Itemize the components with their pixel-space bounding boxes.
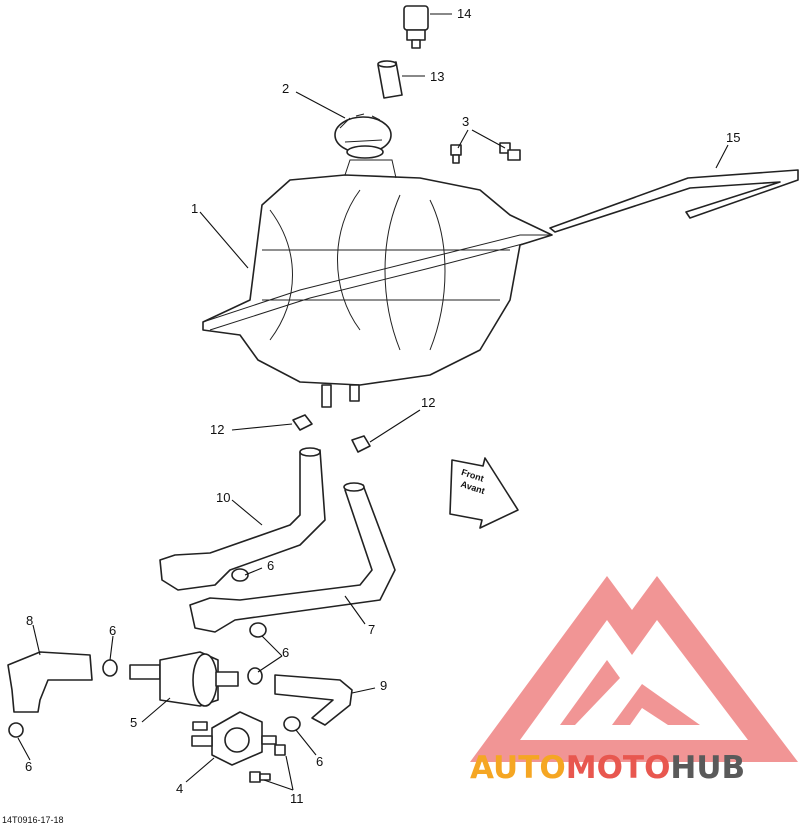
part-10-formed-hose bbox=[159, 447, 326, 591]
part-6-clamps bbox=[8, 568, 301, 738]
callout-6-bottom-right: 6 bbox=[316, 754, 323, 769]
callout-14: 14 bbox=[457, 6, 471, 21]
part-12-clamp-right bbox=[351, 435, 371, 453]
callout-labels: 14 13 2 3 15 1 12 12 10 6 7 8 6 6 5 9 4 … bbox=[25, 6, 740, 806]
callout-6-mid: 6 bbox=[282, 645, 289, 660]
part-7-formed-hose bbox=[189, 482, 396, 633]
watermark-text: AUTOMOTOHUB bbox=[470, 750, 745, 786]
reference-code: 14T0916-17-18 bbox=[2, 815, 64, 825]
callout-10: 10 bbox=[216, 490, 230, 505]
watermark-part-hub: HUB bbox=[670, 750, 745, 786]
part-9-hose bbox=[274, 674, 353, 726]
part-8-elbow-hose bbox=[7, 651, 93, 713]
callout-15: 15 bbox=[726, 130, 740, 145]
watermark-part-auto: AUTO bbox=[470, 750, 566, 786]
callout-3: 3 bbox=[462, 114, 469, 129]
callout-6-top: 6 bbox=[267, 558, 274, 573]
callout-7: 7 bbox=[368, 622, 375, 637]
part-15-strap bbox=[549, 169, 799, 233]
callout-2: 2 bbox=[282, 81, 289, 96]
callout-12-left: 12 bbox=[210, 422, 224, 437]
callout-6-mid-left: 6 bbox=[109, 623, 116, 638]
callout-12-right: 12 bbox=[421, 395, 435, 410]
callout-8: 8 bbox=[26, 613, 33, 628]
callout-5: 5 bbox=[130, 715, 137, 730]
part-13-tube bbox=[377, 60, 403, 99]
callout-13: 13 bbox=[430, 69, 444, 84]
callout-4: 4 bbox=[176, 781, 183, 796]
watermark-part-moto: MOTO bbox=[566, 750, 671, 786]
callout-1: 1 bbox=[191, 201, 198, 216]
part-5-fuel-filter bbox=[129, 651, 239, 707]
part-14-sender bbox=[403, 5, 429, 49]
front-direction-arrow: Front Avant bbox=[449, 457, 519, 529]
callout-9: 9 bbox=[380, 678, 387, 693]
part-4-fitting bbox=[191, 711, 277, 766]
part-2-fuel-cap bbox=[334, 113, 392, 159]
callout-11: 11 bbox=[290, 791, 304, 806]
part-1-fuel-tank bbox=[202, 159, 553, 408]
part-3-screws bbox=[450, 142, 521, 164]
part-12-clamp-left bbox=[292, 414, 313, 431]
watermark-logo bbox=[470, 576, 798, 762]
callout-6-bottom-left: 6 bbox=[25, 759, 32, 774]
leader-lines bbox=[17, 13, 729, 791]
